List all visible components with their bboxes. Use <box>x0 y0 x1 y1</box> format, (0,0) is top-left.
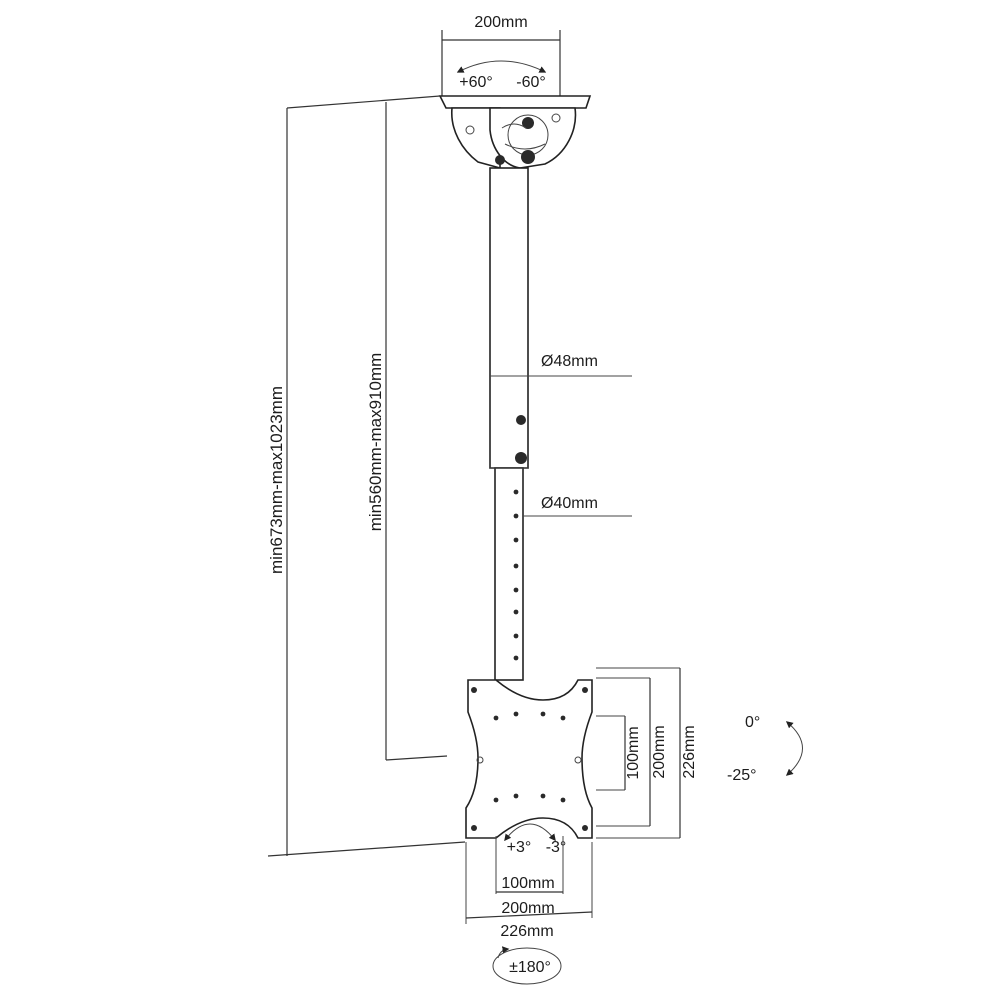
rotation-label: ±180° <box>509 959 551 976</box>
vesa-vertical-226-label: 226mm <box>681 725 698 778</box>
vesa-horizontal-226-label: 226mm <box>500 923 553 940</box>
rotation-ellipse <box>492 947 562 985</box>
rotation-arrow-icon <box>497 946 510 959</box>
tilt-arrow <box>785 721 803 776</box>
vesa-horizontal-100-label: 100mm <box>501 875 554 892</box>
top-angle-minus-label: -60° <box>516 74 546 91</box>
top-rotation-arrow <box>456 60 547 73</box>
lower-tube-diameter-label: Ø40mm <box>541 495 598 512</box>
telescopic-pole <box>489 167 529 681</box>
vesa-vertical-100-label: 100mm <box>625 726 642 779</box>
vesa-vertical-200-label: 200mm <box>651 725 668 778</box>
tilt-minus-label: -25° <box>727 767 757 784</box>
vesa-plate <box>465 679 593 839</box>
top-plate-width-label: 200mm <box>474 14 527 31</box>
top-angle-plus-label: +60° <box>459 74 493 91</box>
ceiling-plate <box>438 30 592 170</box>
swivel-minus-label: -3° <box>546 839 567 856</box>
vesa-horizontal-200-label: 200mm <box>501 900 554 917</box>
swivel-plus-label: +3° <box>507 839 532 856</box>
inner-height-label: min560mm-max910mm <box>366 353 385 532</box>
tilt-zero-label: 0° <box>745 714 760 731</box>
upper-tube-diameter-label: Ø48mm <box>541 353 598 370</box>
swivel-arrow <box>504 823 556 842</box>
outer-height-label: min673mm-max1023mm <box>267 386 286 574</box>
